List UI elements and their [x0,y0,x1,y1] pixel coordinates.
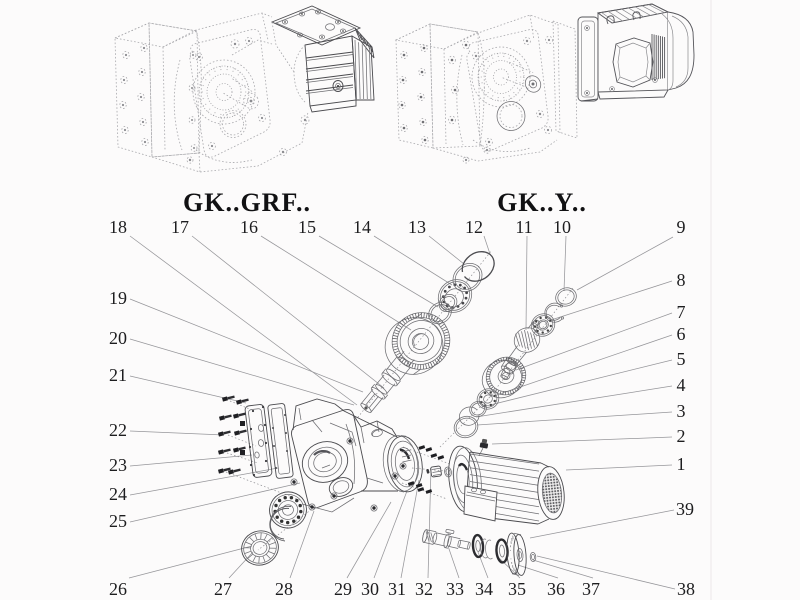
svg-text:38: 38 [677,579,695,599]
svg-text:28: 28 [275,579,293,599]
svg-text:17: 17 [171,217,189,237]
svg-text:14: 14 [353,217,371,237]
svg-text:3: 3 [677,401,686,421]
svg-text:21: 21 [109,365,127,385]
svg-text:39: 39 [676,499,694,519]
svg-text:30: 30 [361,579,379,599]
svg-text:2: 2 [677,426,686,446]
svg-text:6: 6 [677,324,686,344]
svg-text:29: 29 [334,579,352,599]
svg-text:35: 35 [508,579,526,599]
svg-text:34: 34 [475,579,493,599]
svg-text:10: 10 [553,217,571,237]
svg-text:37: 37 [582,579,600,599]
svg-text:19: 19 [109,288,127,308]
svg-text:13: 13 [408,217,426,237]
svg-text:8: 8 [677,270,686,290]
svg-text:4: 4 [677,375,686,395]
svg-text:GK..Y..: GK..Y.. [497,188,587,217]
svg-text:12: 12 [465,217,483,237]
svg-text:26: 26 [109,579,127,599]
svg-text:5: 5 [677,349,686,369]
svg-text:7: 7 [677,302,686,322]
svg-text:32: 32 [415,579,433,599]
svg-text:23: 23 [109,455,127,475]
svg-text:25: 25 [109,511,127,531]
svg-text:27: 27 [214,579,232,599]
svg-text:GK..GRF..: GK..GRF.. [183,188,311,217]
svg-text:9: 9 [677,217,686,237]
svg-text:22: 22 [109,420,127,440]
svg-text:18: 18 [109,217,127,237]
svg-text:36: 36 [547,579,565,599]
svg-text:24: 24 [109,484,127,504]
svg-text:16: 16 [240,217,258,237]
svg-text:15: 15 [298,217,316,237]
svg-text:11: 11 [515,217,532,237]
svg-text:33: 33 [446,579,464,599]
svg-text:20: 20 [109,328,127,348]
svg-text:31: 31 [388,579,406,599]
svg-text:1: 1 [677,454,686,474]
